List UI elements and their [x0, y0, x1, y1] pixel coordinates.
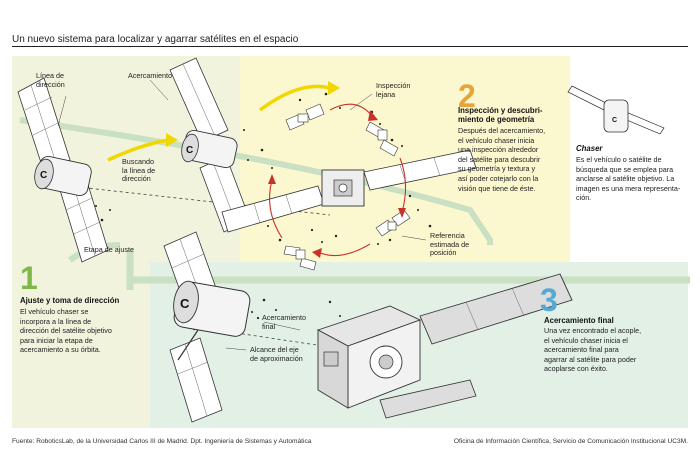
orbit-track: [19, 117, 493, 245]
red-orbit-arrows: [269, 103, 407, 257]
approach-axis-line: [229, 331, 351, 351]
yellow-arrow: [107, 138, 169, 162]
target-satellite: [221, 149, 477, 233]
inspection-satellites: [283, 103, 411, 271]
satellite-letter: C: [40, 170, 47, 181]
yellow-arrowhead: [328, 81, 340, 95]
step-number-1: 1: [20, 260, 38, 296]
target-satellite-final: [316, 273, 573, 419]
chaser-satellite-step1: [17, 77, 109, 263]
step-text-2: Después del acercamiento,el vehículo cha…: [458, 126, 546, 193]
yellow-arrow: [258, 84, 331, 112]
step-number-3: 3: [540, 282, 558, 318]
label-acercamiento: Acercamiento: [128, 71, 172, 80]
leader-lines: [57, 79, 427, 351]
step-title-3: Acercamiento final: [544, 316, 614, 325]
satellite-letter: C: [186, 145, 193, 156]
chaser-satellite-final: [163, 231, 251, 423]
satellite-letter: C: [180, 296, 190, 311]
satellite-letter: C: [612, 117, 617, 124]
yellow-arrowhead: [166, 133, 178, 147]
chaser-satellite-icon: [567, 85, 665, 135]
title-divider: [12, 46, 688, 47]
chaser-box-title: Chaser: [576, 144, 603, 153]
footer-credit: Oficina de Información Científica, Servi…: [453, 438, 688, 445]
step-title-1: Ajuste y toma de dirección: [20, 296, 120, 305]
step-title-2: Inspección y descubri-miento de geometrí…: [458, 106, 543, 125]
label-etapa-ajuste: Etapa de ajuste: [84, 245, 134, 254]
red-arrowheads: [268, 110, 406, 258]
page-title: Un nuevo sistema para localizar y agarra…: [12, 34, 299, 45]
step-text-3: Una vez encontrado el acople,el vehículo…: [544, 326, 642, 374]
step-number-2: 2: [458, 78, 476, 114]
footer-source: Fuente: RoboticsLab, de la Universidad C…: [12, 438, 312, 445]
